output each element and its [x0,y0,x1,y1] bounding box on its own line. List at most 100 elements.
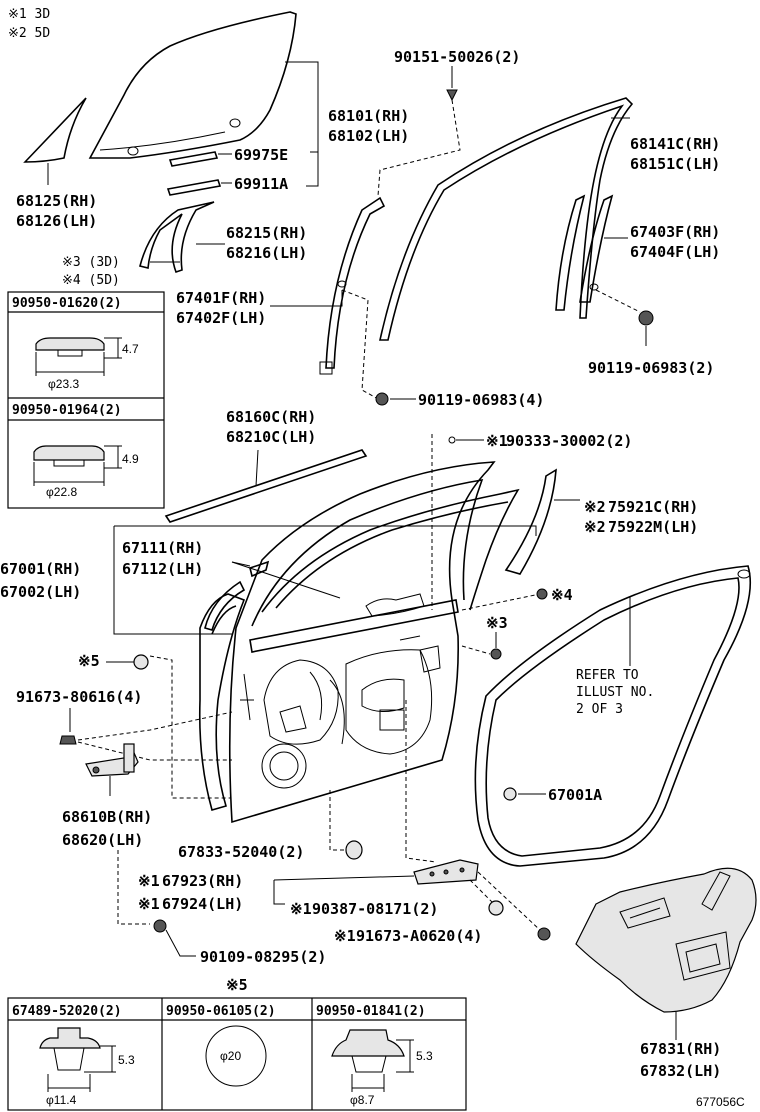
label-90119a: 90119-06983(4) [418,391,544,409]
dash-91673b [477,871,541,931]
label-67923: 67923(RH) [162,872,243,890]
inset-bottom-diameter-3: φ8.7 [350,1093,375,1107]
label-mk2-75921: ※2 [584,498,606,516]
run-channel-rear[interactable] [555,194,614,311]
label-mk5-inset: ※5 [226,976,248,994]
plug-67833[interactable] [345,840,363,860]
inset-bottom-part-3: 90950-01841(2) [316,1004,426,1019]
screw-90151[interactable] [446,89,458,102]
quarter-glass[interactable] [23,97,87,163]
door-hinge[interactable] [85,743,139,777]
label-67924: 67924(LH) [162,895,243,913]
door-glass[interactable] [88,11,297,159]
inset-bottom-part-1: 67489-52020(2) [12,1004,122,1019]
label-mk4: ※4 [551,586,573,604]
label-68215: 68215(RH) [226,224,307,242]
label-90109: 90109-08295(2) [200,948,326,966]
note-5d: ※2 5D [8,26,50,41]
label-68210: 68210C(LH) [226,428,316,446]
label-67001: 67001(RH) [0,560,81,578]
door-panel[interactable] [198,461,520,824]
clip-67001a[interactable] [503,787,517,801]
inner-weatherstrip[interactable] [204,560,270,631]
label-67833: 67833-52040(2) [178,843,304,861]
dash-90387 [469,879,495,905]
label-67401: 67401F(RH) [176,289,266,307]
note-3d: ※1 3D [8,7,50,22]
inset-bottom-diameter-2: φ20 [220,1049,241,1063]
run-channel-front[interactable] [319,196,386,375]
clip-90387[interactable] [488,900,504,916]
bolt-90119a[interactable] [375,392,389,406]
bolt-90109[interactable] [153,919,167,933]
door-frame-upper[interactable] [379,97,634,341]
dash-91673a [77,711,233,741]
label-mk3: ※3 [486,614,508,632]
label-67111: 67111(RH) [122,539,203,557]
label-69975: 69975E [234,146,288,164]
bracket-67923 [273,880,285,905]
label-67831: 67831(RH) [640,1040,721,1058]
label-68160: 68160C(RH) [226,408,316,426]
label-67001a: 67001A [548,786,602,804]
label-67112: 67112(LH) [122,560,203,578]
label-67404: 67404F(LH) [630,243,720,261]
inset-top [7,291,165,509]
opening-weatherstrip[interactable] [474,565,751,867]
pillar-garnish[interactable] [504,468,557,575]
dash-67833 [329,790,350,851]
inset-top-diameter-1: φ23.3 [48,377,79,391]
refer-line-3: 2 OF 3 [576,702,623,717]
clip-mk4[interactable] [536,588,548,600]
strip-69911a[interactable] [166,179,222,196]
dash-90109 [117,850,150,925]
dash-67923 [405,700,437,863]
clip-90333[interactable] [448,436,456,444]
clip-mk3[interactable] [490,648,502,660]
label-mk1-67924: ※1 [138,895,160,913]
label-mk2-75922: ※2 [584,518,606,536]
belt-weatherstrip[interactable] [164,449,368,523]
dash-mk5 [149,655,230,799]
label-67403: 67403F(RH) [630,223,720,241]
label-69911: 69911A [234,175,288,193]
dash-90151 [377,99,461,197]
label-67832: 67832(LH) [640,1062,721,1080]
dash-91673a-2 [77,741,232,761]
door-bracket[interactable] [413,859,479,885]
inset-bottom [7,997,467,1111]
vent-frame[interactable] [139,201,215,274]
refer-line-1: REFER TO [576,668,639,683]
service-hole-cover[interactable] [575,867,757,1013]
label-90387: 90387-08171(2) [312,900,438,918]
leader-67923 [273,875,415,881]
plug-mk5[interactable] [133,654,149,670]
bolt-90119b[interactable] [638,310,654,326]
strip-69975e[interactable] [168,151,219,167]
label-67002: 67002(LH) [0,583,81,601]
refer-line-2: ILLUST NO. [576,685,654,700]
note-3d-b: ※3 (3D) [62,255,120,270]
label-75922: 75922M(LH) [608,518,698,536]
label-mk1-90387: ※1 [290,900,312,918]
label-68102: 68102(LH) [328,127,409,145]
bolt-91673b[interactable] [537,927,551,941]
inset-top-height-1: 4.7 [122,342,139,356]
label-mk1-91673b: ※1 [334,927,356,945]
label-90333: 90333-30002(2) [506,432,632,450]
inset-top-part-2: 90950-01964(2) [12,403,122,418]
label-68216: 68216(LH) [226,244,307,262]
label-68620: 68620(LH) [62,831,143,849]
bolt-91673a[interactable] [59,735,77,745]
label-68610: 68610B(RH) [62,808,152,826]
dash-mk3 [461,645,491,655]
label-mk5-plug: ※5 [78,652,100,670]
label-mk1-90333: ※1 [486,432,508,450]
dash-67401 [341,289,381,401]
leader-68160 [255,449,259,487]
leader-90109 [165,929,196,957]
inset-bottom-height-1: 5.3 [118,1053,135,1067]
inset-bottom-height-3: 5.3 [416,1049,433,1063]
note-5d-b: ※4 (5D) [62,273,120,288]
